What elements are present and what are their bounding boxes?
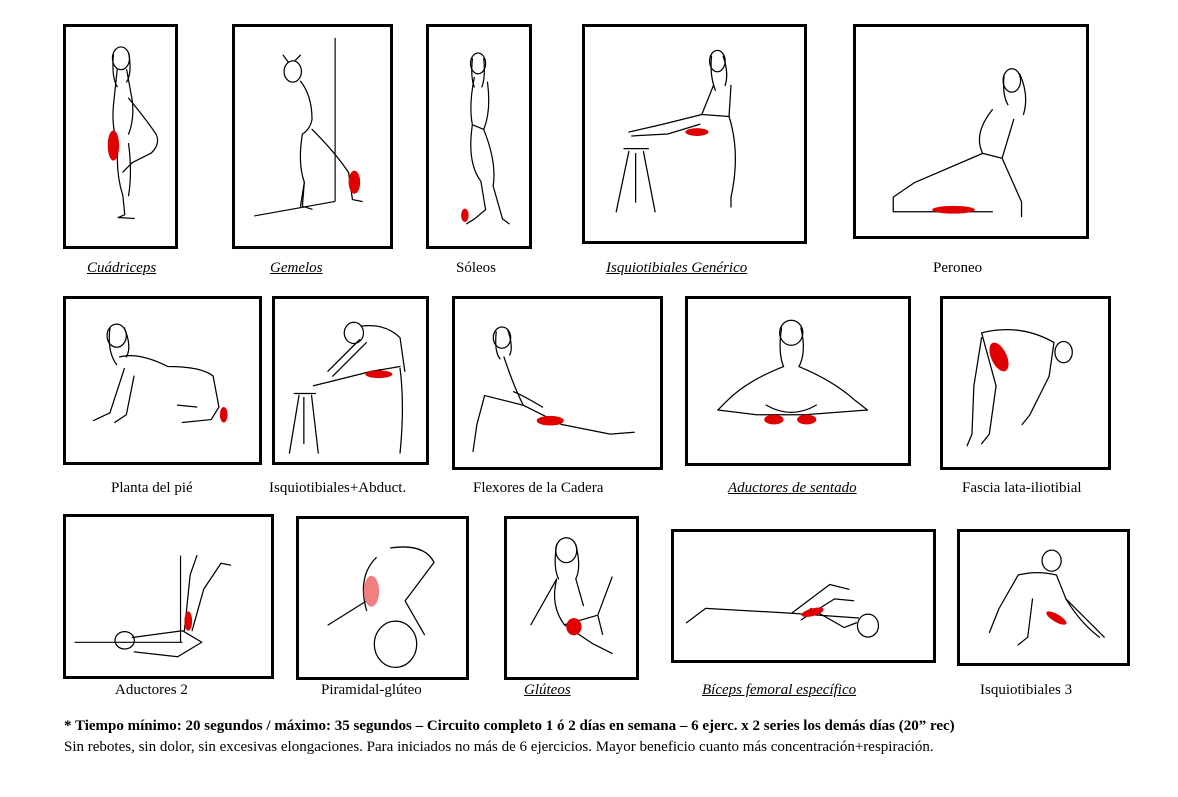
advice-note: Sin rebotes, sin dolor, sin excesivas el…: [64, 739, 934, 755]
exercise-label: Fascia lata-iliotibial: [962, 480, 1082, 496]
exercise-label: Peroneo: [933, 260, 983, 276]
illustration-aductores-sentado: [717, 319, 869, 425]
illustration-isquiotibiales-3: [988, 549, 1105, 646]
illustration-isquiotibiales-abduct: [288, 321, 406, 454]
exercise-label: Flexores de la Cadera: [473, 480, 604, 496]
exercise-label: Sóleos: [456, 260, 497, 276]
exercise-card-cuadriceps: [63, 24, 178, 249]
illustration-piramidal-gluteo: [327, 546, 435, 668]
exercise-label[interactable]: Cuádriceps: [87, 260, 157, 276]
exercise-label: Planta del pié: [111, 480, 193, 496]
illustration-peroneo: [892, 68, 1027, 218]
exercise-label[interactable]: Isquiotibiales Genérico: [606, 260, 748, 276]
exercise-card-flexores-cadera: [452, 296, 663, 470]
exercise-card-peroneo: [853, 24, 1089, 239]
exercise-label[interactable]: Bíceps femoral específico: [702, 682, 857, 698]
exercise-card-biceps-femoral: [671, 529, 936, 663]
exercise-label: Piramidal-glúteo: [321, 682, 422, 698]
exercise-card-piramidal-gluteo: [296, 516, 469, 680]
exercise-label[interactable]: Gemelos: [270, 260, 323, 276]
exercise-label: Isquiotibiales 3: [980, 682, 1073, 698]
exercise-label: Aductores 2: [115, 682, 188, 698]
illustration-isquiotibiales-generico: [615, 49, 736, 213]
exercise-card-isquiotibiales-abduct: [272, 296, 429, 465]
illustration-flexores-cadera: [472, 326, 635, 453]
exercise-card-gemelos: [232, 24, 393, 249]
exercise-label[interactable]: Aductores de sentado: [728, 480, 857, 496]
exercise-card-fascia-lata: [940, 296, 1111, 470]
illustration-gemelos: [254, 37, 363, 217]
illustration-aductores-2: [74, 554, 232, 658]
exercise-card-aductores-sentado: [685, 296, 911, 466]
illustration-planta-del-pie: [92, 323, 228, 424]
illustration-biceps-femoral: [685, 583, 880, 638]
exercise-card-planta-del-pie: [63, 296, 262, 465]
exercise-card-isquiotibiales-generico: [582, 24, 807, 244]
exercise-card-aductores-2: [63, 514, 274, 679]
exercise-label: Isquiotibiales+Abduct.: [269, 480, 407, 496]
exercise-card-gluteos: [504, 516, 639, 680]
illustration-cuadriceps: [107, 46, 159, 220]
exercise-card-isquiotibiales-3: [957, 529, 1130, 666]
exercise-label[interactable]: Glúteos: [524, 682, 571, 698]
exercise-card-soleos: [426, 24, 532, 249]
illustration-soleos: [461, 52, 510, 225]
illustration-fascia-lata: [966, 328, 1073, 447]
timing-note: * Tiempo mínimo: 20 segundos / máximo: 3…: [64, 718, 955, 734]
illustration-gluteos: [530, 537, 613, 655]
